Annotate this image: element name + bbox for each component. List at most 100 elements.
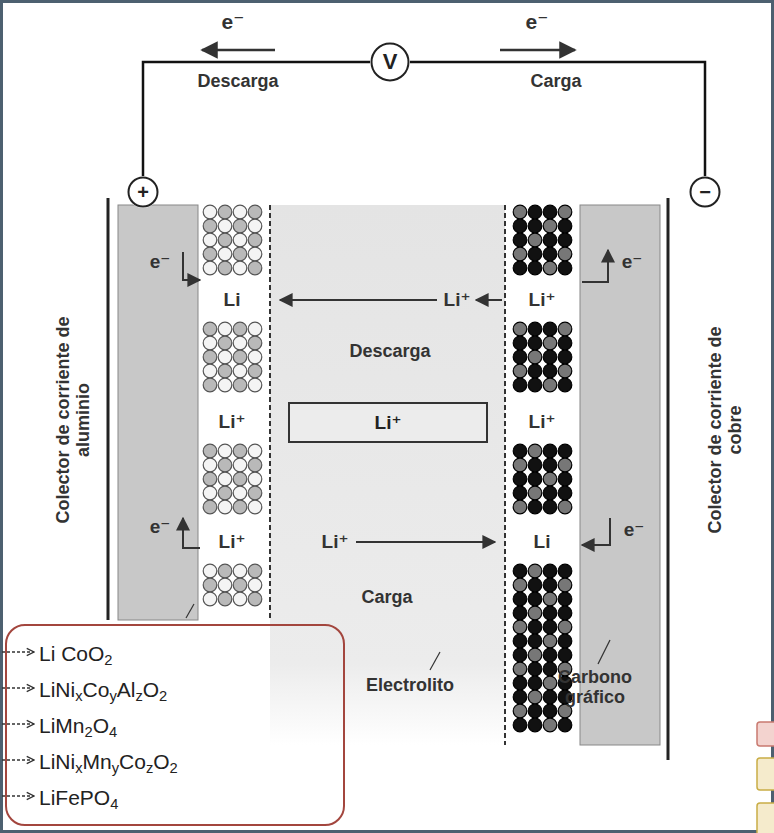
particle xyxy=(543,378,557,392)
ion-arrow xyxy=(280,299,437,301)
particle xyxy=(558,564,572,578)
particle xyxy=(558,233,572,247)
particle xyxy=(248,261,262,275)
particle xyxy=(528,676,542,690)
particle xyxy=(543,620,557,634)
particle xyxy=(528,690,542,704)
material-list: Li CoO2LiNixCoyAlzO2LiMn2O4LiNixMnyCozO2… xyxy=(5,624,345,826)
particle xyxy=(543,634,557,648)
particle xyxy=(218,564,232,578)
particle xyxy=(513,564,527,578)
electrode-boundary xyxy=(269,205,271,620)
particle xyxy=(528,662,542,676)
particle xyxy=(248,458,262,472)
particle xyxy=(528,219,542,233)
electron-arrow xyxy=(183,518,200,548)
particle xyxy=(218,322,232,336)
particle xyxy=(558,592,572,606)
circuit-wire xyxy=(143,62,370,176)
particle xyxy=(203,219,217,233)
particle xyxy=(558,500,572,514)
particle xyxy=(558,364,572,378)
particle xyxy=(218,592,232,606)
particle xyxy=(543,690,557,704)
particle xyxy=(233,486,247,500)
particle xyxy=(543,364,557,378)
particle xyxy=(513,648,527,662)
particle xyxy=(203,261,217,275)
particle xyxy=(218,444,232,458)
particle xyxy=(528,592,542,606)
particle xyxy=(543,261,557,275)
voltmeter-circle: V xyxy=(370,42,410,82)
particle xyxy=(233,564,247,578)
collector-label: Colector de corriente de aluminio xyxy=(54,305,94,535)
particle xyxy=(218,336,232,350)
particle xyxy=(233,364,247,378)
particle xyxy=(233,261,247,275)
particle xyxy=(513,634,527,648)
particle xyxy=(558,261,572,275)
particle xyxy=(233,592,247,606)
node-text: Li⁺ xyxy=(375,413,402,432)
particle xyxy=(248,486,262,500)
particle xyxy=(233,322,247,336)
particle xyxy=(248,364,262,378)
electron-arrow xyxy=(500,49,575,52)
particle xyxy=(248,564,262,578)
ion-label: Li⁺ xyxy=(219,412,246,433)
particle xyxy=(218,500,232,514)
particle xyxy=(218,472,232,486)
particle xyxy=(558,620,572,634)
cropped-box xyxy=(757,758,774,790)
leader-line xyxy=(430,652,440,670)
particle xyxy=(558,472,572,486)
particle xyxy=(558,634,572,648)
particle xyxy=(528,648,542,662)
particle xyxy=(233,205,247,219)
particle xyxy=(248,444,262,458)
particle xyxy=(203,233,217,247)
particle xyxy=(558,444,572,458)
particle xyxy=(543,472,557,486)
particle xyxy=(218,378,232,392)
particle xyxy=(528,486,542,500)
particle xyxy=(233,500,247,514)
particle xyxy=(218,233,232,247)
formula-text: LiFePO4 xyxy=(39,780,325,816)
particle xyxy=(558,458,572,472)
particle xyxy=(513,620,527,634)
terminal-plate xyxy=(667,198,670,760)
particle xyxy=(218,578,232,592)
electrode-particles xyxy=(203,205,572,732)
electron-arrow xyxy=(202,49,275,52)
particle xyxy=(203,592,217,606)
part-label: Carbono gráfico xyxy=(535,668,655,708)
particle xyxy=(543,662,557,676)
particle xyxy=(248,336,262,350)
particle xyxy=(513,704,527,718)
electron-label: e⁻ xyxy=(222,10,245,33)
particle xyxy=(528,364,542,378)
particle xyxy=(513,578,527,592)
particle xyxy=(543,205,557,219)
formula-text: LiNixCoyAlzO2 xyxy=(39,672,325,708)
particle xyxy=(248,233,262,247)
particle xyxy=(218,261,232,275)
circle-outline xyxy=(129,178,158,207)
terminal-circle: − xyxy=(689,176,721,208)
circle-outline xyxy=(691,178,720,207)
ion-box: Li⁺ xyxy=(288,402,488,443)
ion-label: Li xyxy=(534,532,551,553)
particle xyxy=(528,500,542,514)
particle xyxy=(218,205,232,219)
particle xyxy=(203,205,217,219)
particle xyxy=(248,350,262,364)
particle xyxy=(233,219,247,233)
particle xyxy=(513,261,527,275)
particle xyxy=(248,578,262,592)
particle xyxy=(248,378,262,392)
copper-collector xyxy=(580,205,660,745)
particle xyxy=(543,247,557,261)
